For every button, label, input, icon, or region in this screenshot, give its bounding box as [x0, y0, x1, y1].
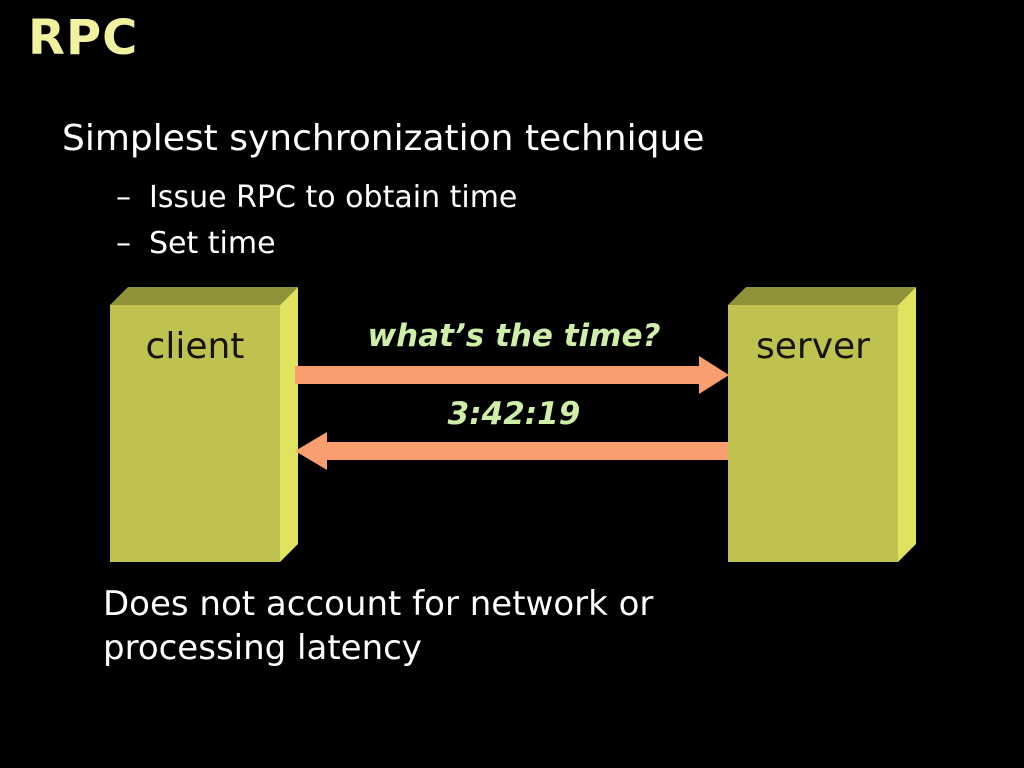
footer-note: Does not account for network or processi…: [103, 582, 653, 670]
main-bullet: Simplest synchronization technique: [62, 118, 705, 159]
footer-note-line1: Does not account for network or: [103, 584, 654, 624]
server-box-side-face: [898, 287, 916, 562]
server-box-label: server: [756, 326, 870, 367]
request-arrow: [295, 356, 729, 394]
sub-bullet-issue-rpc: – Issue RPC to obtain time: [116, 180, 517, 215]
response-time-label: 3:42:19: [447, 396, 581, 432]
request-message-label: what’s the time?: [367, 318, 661, 354]
client-box-side-face: [280, 287, 298, 562]
sub-bullet-text: Set time: [149, 226, 276, 261]
sub-bullet-text: Issue RPC to obtain time: [149, 180, 518, 215]
client-box: [110, 287, 298, 562]
bullet-dash: –: [116, 226, 131, 261]
footer-note-line2: processing latency: [103, 628, 422, 668]
server-box-top-face: [728, 287, 916, 305]
server-box: [728, 287, 916, 562]
response-arrow: [295, 432, 728, 470]
slide-title: RPC: [28, 10, 139, 66]
bullet-dash: –: [116, 180, 131, 215]
sub-bullet-set-time: – Set time: [116, 226, 276, 261]
client-box-label: client: [145, 326, 245, 367]
client-box-top-face: [110, 287, 298, 305]
server-box-front-face: [728, 305, 898, 562]
client-box-front-face: [110, 305, 280, 562]
